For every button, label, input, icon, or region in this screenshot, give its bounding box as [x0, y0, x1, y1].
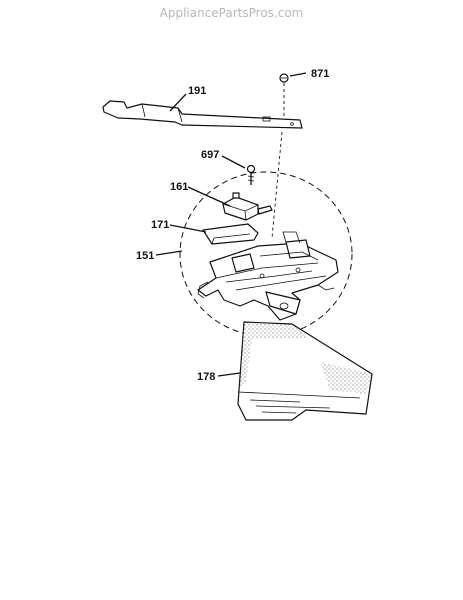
callout-171: 171	[151, 219, 169, 231]
leader-191	[169, 93, 187, 112]
part-191-latch-handle	[102, 100, 303, 129]
part-697-screw	[246, 164, 256, 185]
callout-161: 161	[170, 181, 188, 193]
leader-161	[187, 186, 231, 207]
leader-871	[289, 72, 307, 77]
callout-178: 178	[197, 371, 215, 383]
part-871-screw	[279, 73, 289, 83]
callout-151: 151	[136, 250, 154, 262]
callout-697: 697	[201, 149, 219, 161]
leader-697	[221, 155, 246, 169]
leader-171	[169, 224, 207, 233]
leader-151	[155, 250, 183, 256]
part-151-latch-mechanism	[197, 231, 339, 321]
callout-871: 871	[311, 68, 329, 80]
assembly-dash	[271, 131, 283, 239]
callout-191: 191	[188, 85, 206, 97]
watermark: AppliancePartsPros.com	[159, 6, 304, 20]
part-178-insulation	[237, 321, 373, 421]
leader-178	[217, 372, 241, 377]
part-171-insulator	[202, 223, 259, 245]
part-161-switch	[222, 192, 273, 221]
